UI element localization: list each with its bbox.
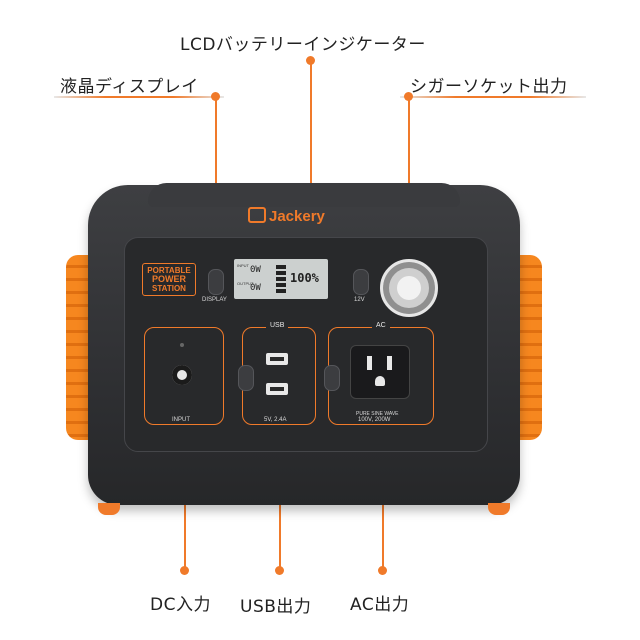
- callout-lcd-indicator: LCDバッテリーインジケーター: [180, 35, 426, 55]
- cigarette-socket-inner: [397, 276, 421, 300]
- badge-line2: POWER: [151, 274, 186, 284]
- badge-line3: STATION: [152, 284, 186, 293]
- ac-spec-line1: PURE SINE WAVE: [356, 411, 399, 417]
- display-button-label: DISPLAY: [202, 297, 227, 303]
- callout-dc-dot: [180, 566, 189, 575]
- callout-usb-dot: [275, 566, 284, 575]
- usb-section-label: USB: [266, 322, 289, 329]
- lcd-output-value: 0W: [250, 283, 261, 293]
- lcd-output-label: OUTPUT: [237, 281, 254, 286]
- ac-slot-left: [367, 356, 372, 370]
- brand-name: Jackery: [269, 208, 325, 225]
- dc-input-label: INPUT: [172, 417, 190, 423]
- lcd-input-label: INPUT: [237, 263, 249, 268]
- carry-handle: [148, 183, 460, 207]
- dc-indicator-led: [180, 343, 184, 347]
- ac-section-label: AC: [372, 322, 390, 329]
- callout-ac-output: AC出力: [350, 595, 410, 615]
- ac-ground: [375, 376, 385, 386]
- portable-power-badge: PORTABLE POWER STATION: [142, 263, 196, 296]
- brand-logo: Jackery: [248, 207, 325, 225]
- usb-button[interactable]: [238, 365, 254, 391]
- ac-button[interactable]: [324, 365, 340, 391]
- cigarette-button[interactable]: [353, 269, 369, 295]
- dc-input-section: [144, 327, 224, 425]
- ac-spec-line2: 100V, 200W: [358, 417, 391, 423]
- cigarette-button-label: 12V: [354, 297, 365, 303]
- callout-cigarette-underline: [400, 96, 586, 98]
- callout-ac-dot: [378, 566, 387, 575]
- cigarette-socket[interactable]: [380, 259, 438, 317]
- ac-slot-right: [387, 356, 392, 370]
- usb-port-1[interactable]: [266, 353, 288, 365]
- badge-line1: PORTABLE: [147, 266, 191, 275]
- foot-right: [488, 503, 510, 515]
- callout-lcd-panel-line: [215, 96, 217, 261]
- usb-port-2[interactable]: [266, 383, 288, 395]
- callout-lcd-line: [310, 60, 312, 270]
- lcd-percent: 100%: [290, 271, 319, 285]
- ac-outlet[interactable]: [350, 345, 410, 399]
- usb-spec: 5V, 2.4A: [264, 417, 287, 423]
- lcd-input-value: 0W: [250, 265, 261, 275]
- dc-input-port[interactable]: [172, 365, 192, 385]
- battery-icon: [276, 265, 286, 293]
- power-station: Jackery PORTABLE POWER STATION DISPLAY I…: [66, 183, 542, 515]
- callout-dc-input: DC入力: [150, 595, 211, 615]
- callout-usb-output: USB出力: [240, 597, 312, 617]
- lcd-screen: INPUT 0W OUTPUT 0W 100%: [234, 259, 328, 299]
- brand-logo-icon: [248, 207, 266, 223]
- callout-lcd-panel: 液晶ディスプレイ: [60, 77, 199, 97]
- foot-left: [98, 503, 120, 515]
- display-button[interactable]: [208, 269, 224, 295]
- callout-lcd-panel-underline: [54, 96, 224, 98]
- callout-cigarette-socket: シガーソケット出力: [410, 77, 568, 97]
- callout-cigarette-line: [408, 96, 410, 261]
